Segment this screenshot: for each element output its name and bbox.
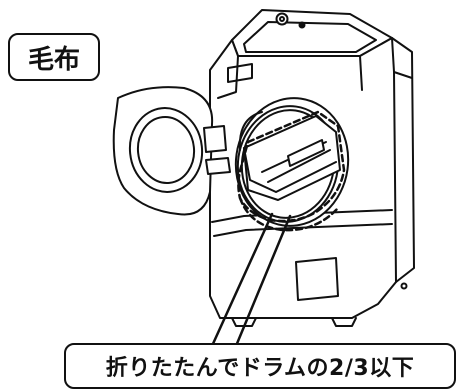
caption-text: 折りたたんでドラムの2/3以下 bbox=[105, 356, 415, 381]
title-label-text: 毛布 bbox=[27, 44, 80, 75]
open-door bbox=[112, 86, 231, 216]
caption-label: 折りたたんでドラムの2/3以下 bbox=[64, 343, 456, 389]
callout-pointer bbox=[210, 212, 292, 348]
title-label: 毛布 bbox=[8, 33, 100, 81]
folded-blanket bbox=[243, 115, 341, 201]
